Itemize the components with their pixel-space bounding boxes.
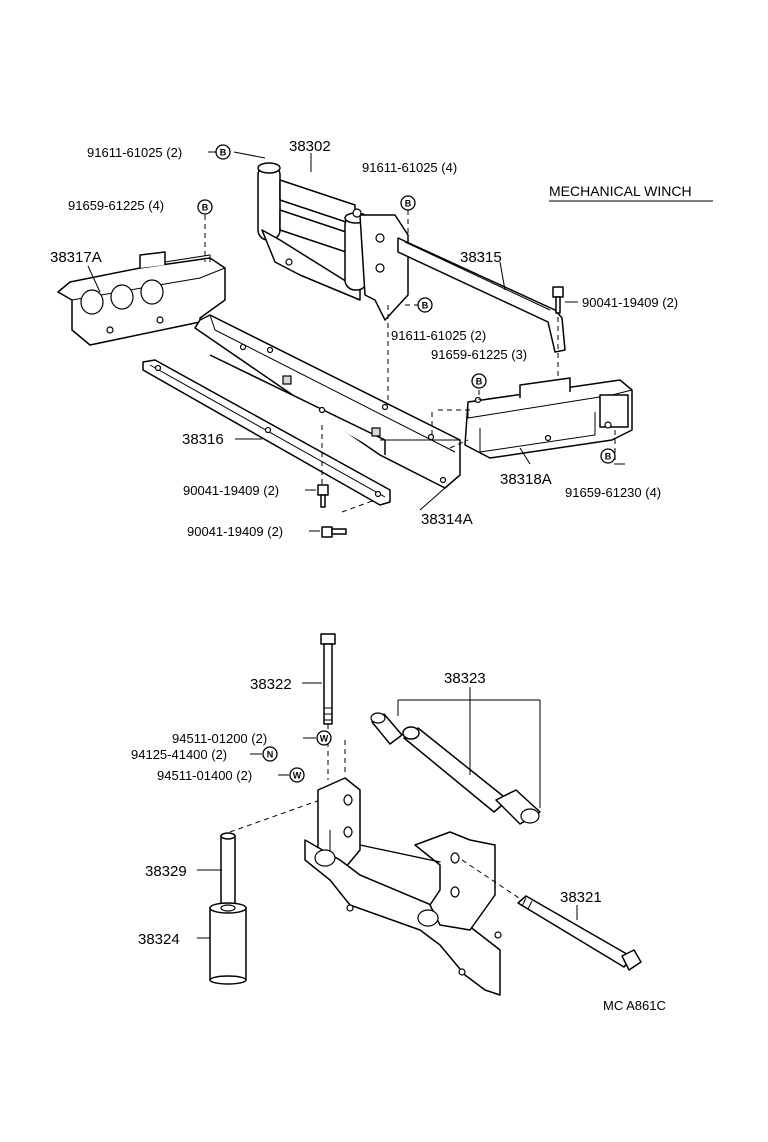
svg-text:N: N bbox=[267, 750, 274, 760]
label-38321: 38321 bbox=[560, 889, 602, 906]
bolt-90041-lower-a bbox=[317, 484, 329, 508]
diagram-title: MECHANICAL WINCH bbox=[549, 183, 692, 199]
svg-text:W: W bbox=[293, 771, 302, 781]
callout-90041-19409-b: 90041-19409 (2) bbox=[183, 483, 279, 498]
nut-badge-icon: N bbox=[262, 746, 278, 762]
callout-91659-61230: 91659-61230 (4) bbox=[565, 485, 661, 500]
pin-38329 bbox=[220, 832, 236, 909]
label-38316: 38316 bbox=[182, 431, 224, 448]
callout-94511-01200: 94511-01200 (2) bbox=[172, 731, 267, 746]
winch-frame-38302 bbox=[257, 162, 409, 321]
bracket-38318A bbox=[464, 377, 633, 459]
svg-text:B: B bbox=[476, 377, 483, 387]
bolt-badge-icon: B bbox=[197, 199, 213, 215]
roller-38323 bbox=[370, 712, 541, 825]
channel-38314A bbox=[194, 314, 461, 489]
callout-90041-19409-a: 90041-19409 (2) bbox=[582, 295, 678, 310]
bolt-badge-icon: B bbox=[215, 144, 231, 160]
lower-leader-lines bbox=[197, 682, 578, 939]
svg-text:B: B bbox=[405, 199, 412, 209]
bolt-38321 bbox=[517, 895, 642, 971]
label-38315: 38315 bbox=[460, 249, 502, 266]
bolt-90041-upper-right bbox=[552, 286, 564, 314]
bracket-38317A bbox=[57, 251, 226, 346]
callout-90041-19409-c: 90041-19409 (2) bbox=[187, 524, 283, 539]
callout-94511-01400: 94511-01400 (2) bbox=[157, 768, 252, 783]
label-38302: 38302 bbox=[289, 138, 331, 155]
svg-text:B: B bbox=[605, 452, 612, 462]
sleeve-38324 bbox=[209, 902, 247, 985]
callout-91611-61025-a: 91611-61025 (2) bbox=[87, 145, 182, 160]
callout-94125-41400: 94125-41400 (2) bbox=[131, 747, 227, 762]
bolt-badge-icon: B bbox=[400, 195, 416, 211]
label-38324: 38324 bbox=[138, 931, 180, 948]
bolt-38322 bbox=[320, 633, 336, 725]
label-38314A: 38314A bbox=[421, 511, 473, 528]
strip-38316 bbox=[142, 359, 391, 506]
bolt-badge-icon: B bbox=[600, 448, 616, 464]
bolt-badge-icon: B bbox=[471, 373, 487, 389]
bolt-90041-lower-b bbox=[321, 526, 347, 538]
washer-badge-icon: W bbox=[289, 767, 305, 783]
bolt-badge-icon: B bbox=[417, 297, 433, 313]
svg-text:B: B bbox=[422, 301, 429, 311]
label-38318A: 38318A bbox=[500, 471, 552, 488]
label-38323: 38323 bbox=[444, 670, 486, 687]
callout-91659-61225-a: 91659-61225 (4) bbox=[68, 198, 164, 213]
washer-badge-icon: W bbox=[316, 730, 332, 746]
svg-text:B: B bbox=[220, 148, 227, 158]
svg-text:W: W bbox=[320, 734, 329, 744]
callout-91611-61025-c: 91611-61025 (2) bbox=[391, 328, 486, 343]
lower-bracket-assembly bbox=[304, 777, 502, 996]
diagram-code: MC A861C bbox=[603, 998, 666, 1013]
svg-text:B: B bbox=[202, 203, 209, 213]
label-38317A: 38317A bbox=[50, 249, 102, 266]
callout-91611-61025-b: 91611-61025 (4) bbox=[362, 160, 457, 175]
upper-leader-lines bbox=[87, 151, 625, 532]
label-38329: 38329 bbox=[145, 863, 187, 880]
callout-91659-61225-b: 91659-61225 (3) bbox=[431, 347, 527, 362]
label-38322: 38322 bbox=[250, 676, 292, 693]
